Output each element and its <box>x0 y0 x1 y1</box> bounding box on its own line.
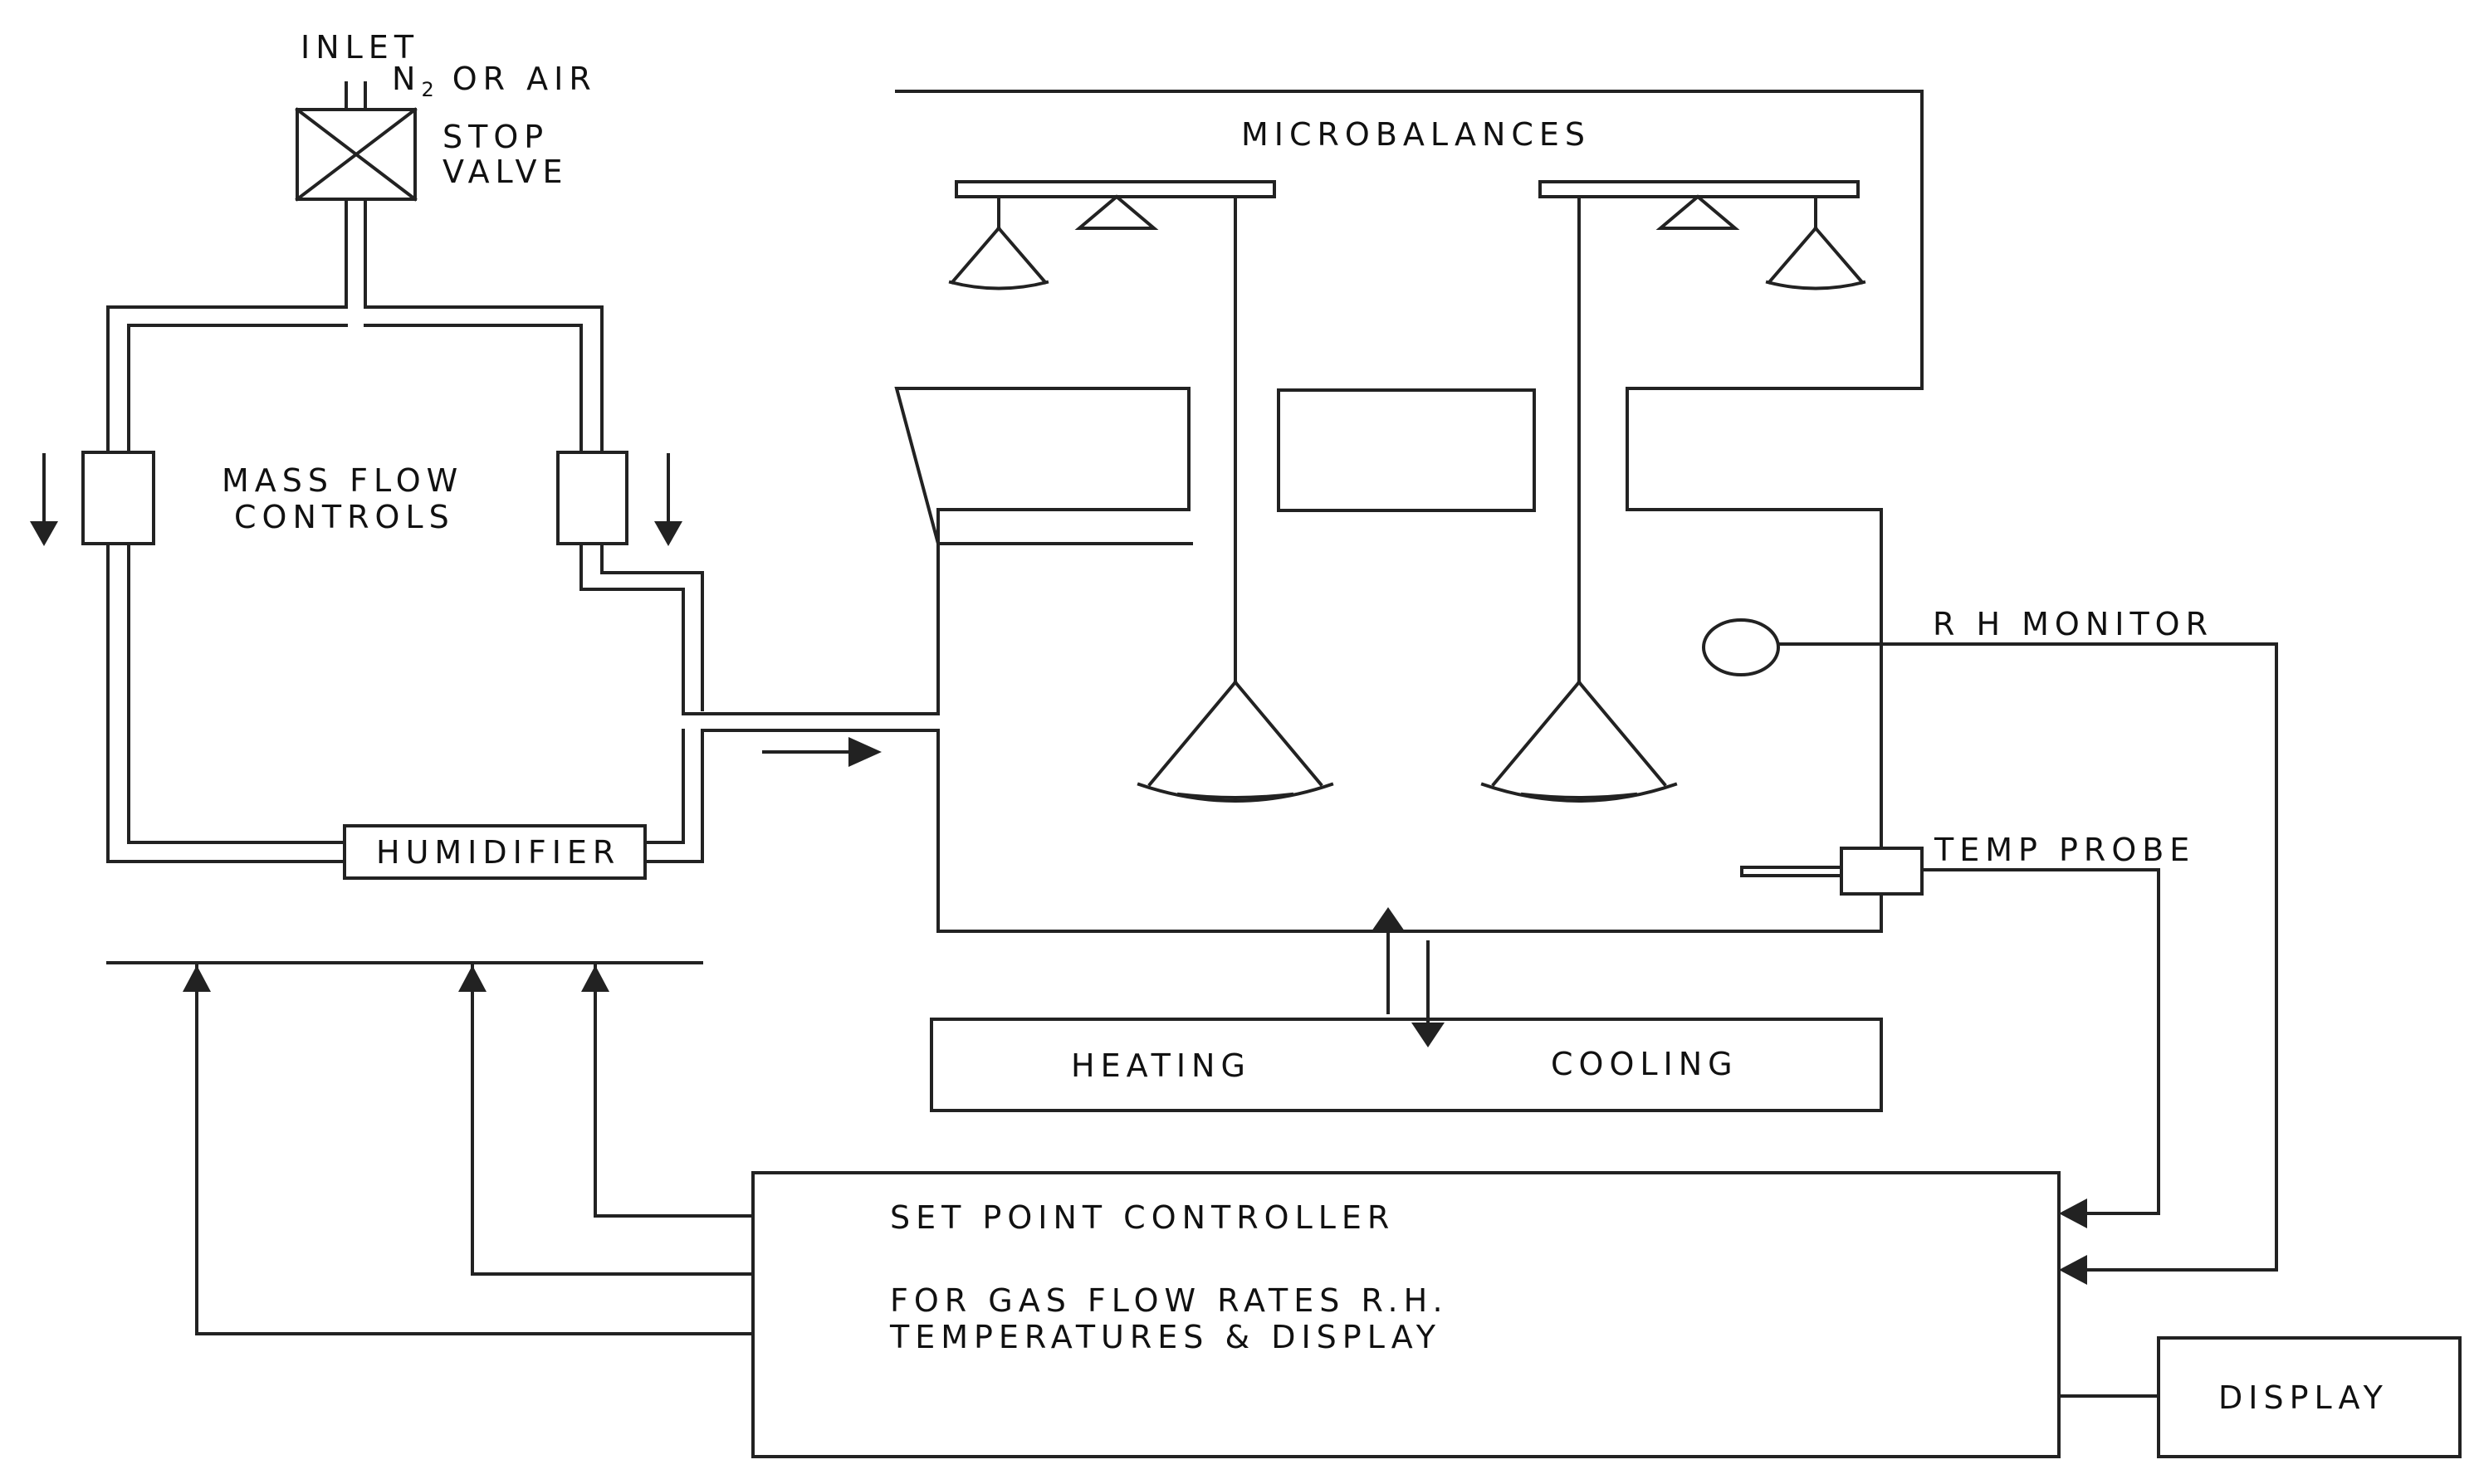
stop-valve-label-line1: STOP <box>443 119 549 155</box>
gas-or-air-label: OR AIR <box>452 61 597 97</box>
gas-n-label: N <box>392 61 421 97</box>
heat-exchange-arrows-icon <box>1372 907 1445 1047</box>
balance-beam-left <box>955 180 1276 198</box>
temp-probe-housing <box>1840 847 1924 896</box>
temp-probe-label: TEMP PROBE <box>1934 832 2195 868</box>
counterweight-left <box>1074 194 1159 230</box>
microbalance-right <box>1480 180 1866 803</box>
rh-sensor <box>1702 618 1780 676</box>
heating-label: HEATING <box>1071 1047 1251 1084</box>
mass-flow-label-line2: CONTROLS <box>234 499 455 535</box>
temp-probe-rod <box>1740 866 1843 877</box>
inlet-label: INLET <box>301 29 419 66</box>
counterweight-right <box>1655 194 1740 230</box>
flow-down-arrow-left-icon <box>30 453 58 546</box>
mass-flow-controller-right <box>556 451 628 545</box>
flow-into-chamber-arrow-icon <box>762 737 882 767</box>
heating-cooling-box <box>930 1018 1883 1112</box>
rh-monitor-label: R H MONITOR <box>1933 606 2213 642</box>
control-signal-lines <box>106 642 2278 1335</box>
humidifier-label: HUMIDIFIER <box>376 834 620 871</box>
control-arrow-3-icon <box>581 965 609 992</box>
humidifier-box <box>343 824 647 880</box>
balance-beam-right <box>1538 180 1860 198</box>
controller-label-line3: TEMPERATURES & DISPLAY <box>889 1319 1441 1355</box>
mass-flow-label-line1: MASS FLOW <box>222 462 463 499</box>
observation-window <box>1277 388 1536 512</box>
display-box <box>2157 1336 2462 1458</box>
control-arrow-2-icon <box>458 965 487 992</box>
mass-flow-controller-left <box>81 451 155 545</box>
gas-piping <box>106 198 1193 933</box>
microbalance-chamber: MICROBALANCES <box>894 90 1924 933</box>
controller-box <box>751 1171 2061 1458</box>
chamber-outline <box>894 90 1924 933</box>
rh-feedback-arrow-icon <box>2059 1255 2087 1285</box>
stop-valve-cross-icon <box>295 107 418 202</box>
controller-label-line1: SET POINT CONTROLLER <box>890 1199 1395 1236</box>
microbalances-label: MICROBALANCES <box>1241 116 1591 153</box>
flow-down-arrow-right-icon <box>654 453 682 546</box>
display-label: DISPLAY <box>2218 1379 2389 1416</box>
temp-feedback-arrow-icon <box>2059 1198 2087 1228</box>
set-point-controller: SET POINT CONTROLLER FOR GAS FLOW RATES … <box>751 1171 2061 1458</box>
humidifier: HUMIDIFIER <box>343 824 647 880</box>
control-arrow-1-icon <box>183 965 211 992</box>
heating-cooling-unit: HEATING COOLING <box>930 907 1883 1112</box>
gas-subscript-label: 2 <box>421 78 433 101</box>
stop-valve: STOP VALVE <box>295 107 569 202</box>
controller-label-line2: FOR GAS FLOW RATES R.H. <box>890 1282 1449 1319</box>
display-unit: DISPLAY <box>2157 1336 2462 1458</box>
gas-n2-label: N2 OR AIR <box>392 61 597 101</box>
gas-inlet: INLET N2 OR AIR <box>301 29 597 111</box>
cooling-label: COOLING <box>1551 1046 1738 1082</box>
microbalance-left <box>948 180 1334 803</box>
mass-flow-controls: MASS FLOW CONTROLS <box>30 451 682 546</box>
stop-valve-label-line2: VALVE <box>443 154 569 190</box>
